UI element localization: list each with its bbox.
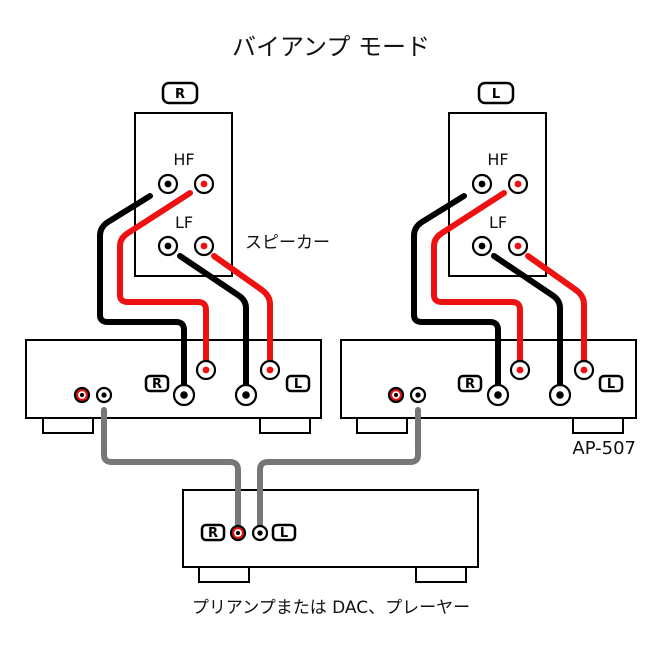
speaker-l-hf-negative-cable [411,193,501,398]
speaker-l-hf-positive-cable [431,190,523,371]
amp-l-chassis [340,339,637,419]
amp-l-out-l-positive-terminal [573,359,595,381]
speaker-r-hf-positive-cable [117,190,209,371]
speaker-l-lf-positive-cable [525,253,587,371]
amp-r-out-r-positive-terminal [195,359,217,381]
amp-r-out-l-positive-terminal [259,359,281,381]
source-foot-right [415,566,467,583]
speaker-l-lf-negative-terminal [471,235,493,257]
amp-l-foot-right [572,417,624,434]
channel-tag-r [161,81,199,105]
amp-l-foot-left [356,417,408,434]
amp-r-out-l-negative-terminal [234,383,258,407]
speaker-r-hf-negative-terminal [157,173,179,195]
amplifier-l: R L [340,339,637,434]
speaker-r-lf-label: LF [175,213,193,232]
amp-r-input-white-jack [95,386,113,404]
source-output-r-jack [229,524,247,542]
speaker-r-hf-label: HF [173,150,194,169]
speaker-r-hf-positive-terminal [193,173,215,195]
cables [97,190,587,528]
channel-tag-l-label: L [492,87,500,102]
amplifier-r: R L [25,339,322,434]
amp-l-tag-l [598,374,624,393]
amp-r-tag-r [144,374,170,393]
amp-r-input-red-jack [73,386,91,404]
jacks [73,173,595,542]
amp-r-chassis [25,339,322,419]
amp-l-out-l-negative-terminal [548,383,572,407]
amp-l-out-r-positive-terminal [509,359,531,381]
speaker-r-lf-negative-cable [177,253,249,398]
amp-l-input-white-jack [409,386,427,404]
diagram-title: バイアンプ モード [232,33,430,61]
speaker-r-hf-negative-cable [97,193,187,398]
speaker-l: L HF LF [448,81,547,277]
source-chassis [182,489,479,568]
amp-l-tag-l-label: L [607,377,615,392]
amp-r-tag-l [285,374,311,393]
channel-tag-r-label: R [175,87,185,102]
speaker-l-hf-label: HF [487,150,508,169]
interconnect-l-cable [257,407,421,528]
speaker-r: R HF LF [134,81,233,277]
source-tag-l [271,523,297,542]
amp-l-input-red-jack [387,386,405,404]
speaker-r-lf-positive-cable [211,253,273,371]
source-tag-l-label: L [280,526,288,541]
amp-r-tag-l-label: L [294,377,302,392]
interconnect-r-cable [101,407,241,528]
speaker-l-lf-negative-cable [491,253,563,398]
source-tag-r-label: R [208,526,218,541]
speaker-r-lf-positive-terminal [193,235,215,257]
amp-r-tag-r-label: R [152,377,162,392]
speaker-l-lf-positive-terminal [507,235,529,257]
source-device: R L [182,489,479,583]
speaker-label: スピーカー [245,233,330,253]
amp-r-foot-left [42,417,94,434]
channel-tag-l [477,81,515,105]
source-output-l-jack [251,524,269,542]
amp-r-foot-right [259,417,311,434]
amp-l-out-r-negative-terminal [486,383,510,407]
speaker-l-lf-label: LF [489,213,507,232]
amp-l-tag-r-label: R [465,377,475,392]
speaker-l-hf-negative-terminal [471,173,493,195]
amp-l-tag-r [457,374,483,393]
amplifier-model-label: AP-507 [572,438,636,459]
speaker-l-hf-positive-terminal [507,173,529,195]
source-foot-left [198,566,250,583]
source-tag-r [200,523,226,542]
speaker-r-lf-negative-terminal [157,235,179,257]
source-caption: プリアンプまたは DAC、プレーヤー [192,598,470,618]
amp-r-out-r-negative-terminal [172,383,196,407]
